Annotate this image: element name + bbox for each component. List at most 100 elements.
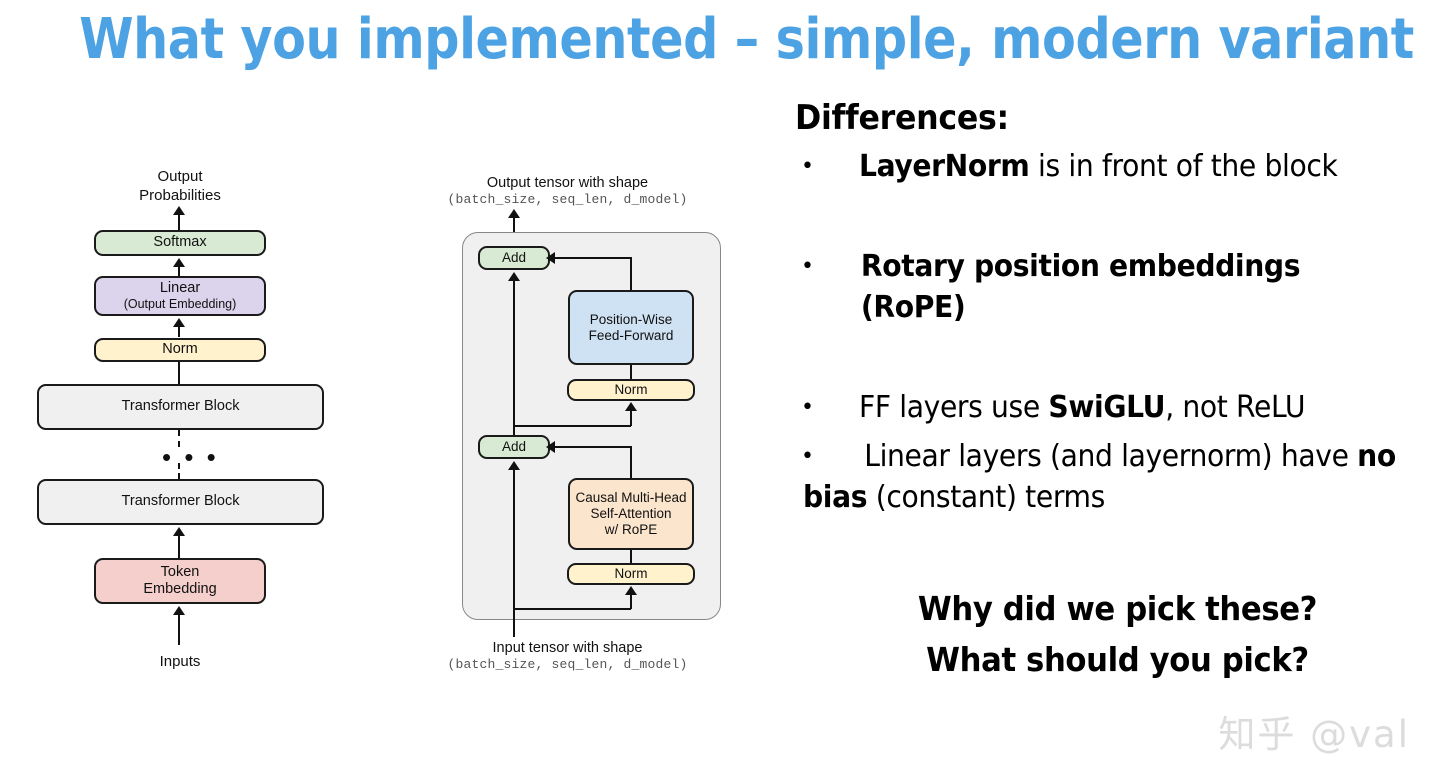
transformer-block-internals-diagram: Output tensor with shape (batch_size, se… — [390, 0, 790, 782]
block-norm-attention-label: Norm — [614, 566, 648, 582]
bullet-rope-bold: Rotary position embeddings (RoPE) — [860, 249, 1301, 325]
connector-normattn-to-attention — [630, 550, 632, 563]
bullet-swiglu: • FF layers use SwiGLU, not ReLU — [795, 387, 1440, 428]
block-attention-sublabel2: w/ RoPE — [604, 521, 658, 537]
bullet-no-bias: • Linear layers (and layernorm) have no … — [795, 436, 1440, 518]
block-token-embedding-label: Token — [160, 563, 200, 580]
connector-transformer1-to-norm — [178, 362, 180, 384]
ellipsis-dots: • • • — [162, 442, 219, 472]
bullet-glyph-swiglu: • — [801, 395, 814, 420]
connector-input-trunk — [513, 467, 515, 637]
block-token-embedding: Token Embedding — [94, 558, 266, 604]
arrowhead-inputs-to-embedding — [173, 606, 185, 615]
bullet-swiglu-pre: FF layers use — [859, 390, 1049, 425]
bullet-layernorm-rest: is in front of the block — [1029, 149, 1338, 184]
output-tensor-caption-shape: (batch_size, seq_len, d_model) — [447, 192, 688, 208]
block-position-wise-feed-forward: Position-Wise Feed-Forward — [568, 290, 694, 365]
block-ffn-sublabel: Feed-Forward — [588, 327, 674, 343]
arrowhead-branch-to-normffn — [625, 402, 637, 411]
block-add-bottom: Add — [478, 435, 550, 459]
closing-question-1: Why did we pick these? — [917, 589, 1318, 628]
bullet-glyph-layernorm: • — [801, 154, 814, 179]
block-norm-ffn-label: Norm — [614, 382, 648, 398]
zhihu-watermark: 知乎 @val — [1218, 713, 1410, 756]
block-attention-sublabel: Self-Attention — [590, 506, 672, 522]
block-add-bottom-label: Add — [501, 439, 527, 455]
block-attention-label: Causal Multi-Head — [575, 490, 687, 506]
branch-input-to-normattn-vertical — [630, 593, 632, 609]
block-softmax-label: Softmax — [153, 234, 207, 251]
bullet-rope-text: Rotary position embeddings (RoPE) — [859, 246, 1405, 328]
block-ffn-label: Position-Wise — [589, 311, 673, 327]
output-probabilities-line1: Output — [157, 168, 203, 185]
block-transformer-upper: Transformer Block — [37, 384, 324, 430]
block-causal-multihead-attention: Causal Multi-Head Self-Attention w/ RoPE — [568, 478, 694, 550]
bullet-swiglu-text: FF layers use SwiGLU, not ReLU — [859, 387, 1405, 428]
residual-ffn-horizontal — [553, 257, 632, 259]
arrowhead-input-to-addbottom — [508, 461, 520, 470]
arrowhead-residual-attn-to-add — [546, 441, 555, 453]
connector-transformer-stack-lower — [178, 463, 180, 479]
arrowhead-trunk-to-addtop — [508, 272, 520, 281]
connector-inputs-to-embedding — [178, 613, 180, 645]
output-probabilities-line2: Probabilities — [139, 186, 221, 204]
block-add-top-label: Add — [501, 250, 527, 266]
output-probabilities-caption: Output Probabilities — [95, 168, 265, 206]
connector-addbottom-to-addtop — [513, 278, 515, 451]
bullet-no-bias-rest: (constant) terms — [867, 480, 1106, 515]
differences-heading: Differences: — [795, 98, 1009, 138]
full-model-architecture-diagram: Output Probabilities Softmax Linear (Out… — [0, 0, 380, 782]
page-title: What you implemented – simple, modern va… — [79, 7, 1414, 72]
differences-panel: Differences: • LayerNorm is in front of … — [795, 96, 1440, 518]
residual-ffn-vertical — [630, 258, 632, 291]
block-linear-label: Linear — [159, 280, 201, 297]
block-norm-attention: Norm — [567, 563, 695, 585]
bullet-no-bias-pre: Linear layers (and layernorm) have — [855, 439, 1358, 474]
bullet-spacer-3 — [795, 428, 1440, 436]
block-norm: Norm — [94, 338, 266, 362]
connector-embedding-to-transformer — [178, 534, 180, 558]
bullet-rope: • Rotary position embeddings (RoPE) — [795, 246, 1440, 328]
bullet-swiglu-bold: SwiGLU — [1048, 390, 1166, 425]
bullet-layernorm-text: LayerNorm is in front of the block — [859, 146, 1405, 187]
block-transformer-lower: Transformer Block — [37, 479, 324, 525]
output-tensor-caption: Output tensor with shape (batch_size, se… — [395, 174, 740, 208]
arrowhead-residual-ffn-to-add — [546, 252, 555, 264]
block-transformer-lower-label: Transformer Block — [121, 493, 240, 510]
input-tensor-caption-shape: (batch_size, seq_len, d_model) — [447, 657, 688, 673]
bullet-glyph-no-bias: • — [801, 444, 814, 469]
bullet-layernorm: • LayerNorm is in front of the block — [795, 146, 1440, 187]
connector-transformer-stack-upper — [178, 430, 180, 447]
connector-norm-to-linear — [178, 324, 180, 337]
block-softmax: Softmax — [94, 230, 266, 256]
closing-questions: Why did we pick these? What should you p… — [795, 583, 1440, 685]
arrowhead-embedding-to-transformer — [173, 527, 185, 536]
output-tensor-caption-line1: Output tensor with shape — [486, 175, 649, 191]
branch-input-to-normattn — [514, 608, 631, 610]
bullet-layernorm-bold: LayerNorm — [859, 149, 1030, 184]
branch-trunk-to-normffn-vertical — [630, 409, 632, 426]
input-tensor-caption-line1: Input tensor with shape — [492, 640, 643, 656]
arrowhead-branch-to-normattn — [625, 586, 637, 595]
block-linear-sublabel: (Output Embedding) — [123, 297, 237, 312]
branch-trunk-to-normffn — [514, 425, 631, 427]
arrowhead-linear-to-softmax — [173, 258, 185, 267]
inputs-caption: Inputs — [159, 653, 201, 670]
bullet-no-bias-bold: no bias — [803, 439, 1396, 515]
bullet-spacer-1 — [795, 187, 1440, 246]
residual-attn-vertical — [630, 447, 632, 480]
block-norm-label: Norm — [162, 341, 198, 358]
connector-linear-to-softmax — [178, 264, 180, 277]
bullet-no-bias-text: Linear layers (and layernorm) have no bi… — [803, 436, 1402, 518]
bullet-spacer-2 — [795, 328, 1440, 387]
arrowhead-block-output — [508, 209, 520, 218]
arrowhead-norm-to-linear — [173, 318, 185, 327]
closing-question-2: What should you pick? — [926, 640, 1309, 679]
block-norm-ffn: Norm — [567, 379, 695, 401]
connector-normffn-to-ffn — [630, 365, 632, 379]
input-tensor-caption: Input tensor with shape (batch_size, seq… — [395, 639, 740, 673]
block-linear: Linear (Output Embedding) — [94, 276, 266, 316]
block-add-top: Add — [478, 246, 550, 270]
block-transformer-upper-label: Transformer Block — [121, 398, 240, 415]
connector-softmax-to-output — [178, 212, 180, 232]
